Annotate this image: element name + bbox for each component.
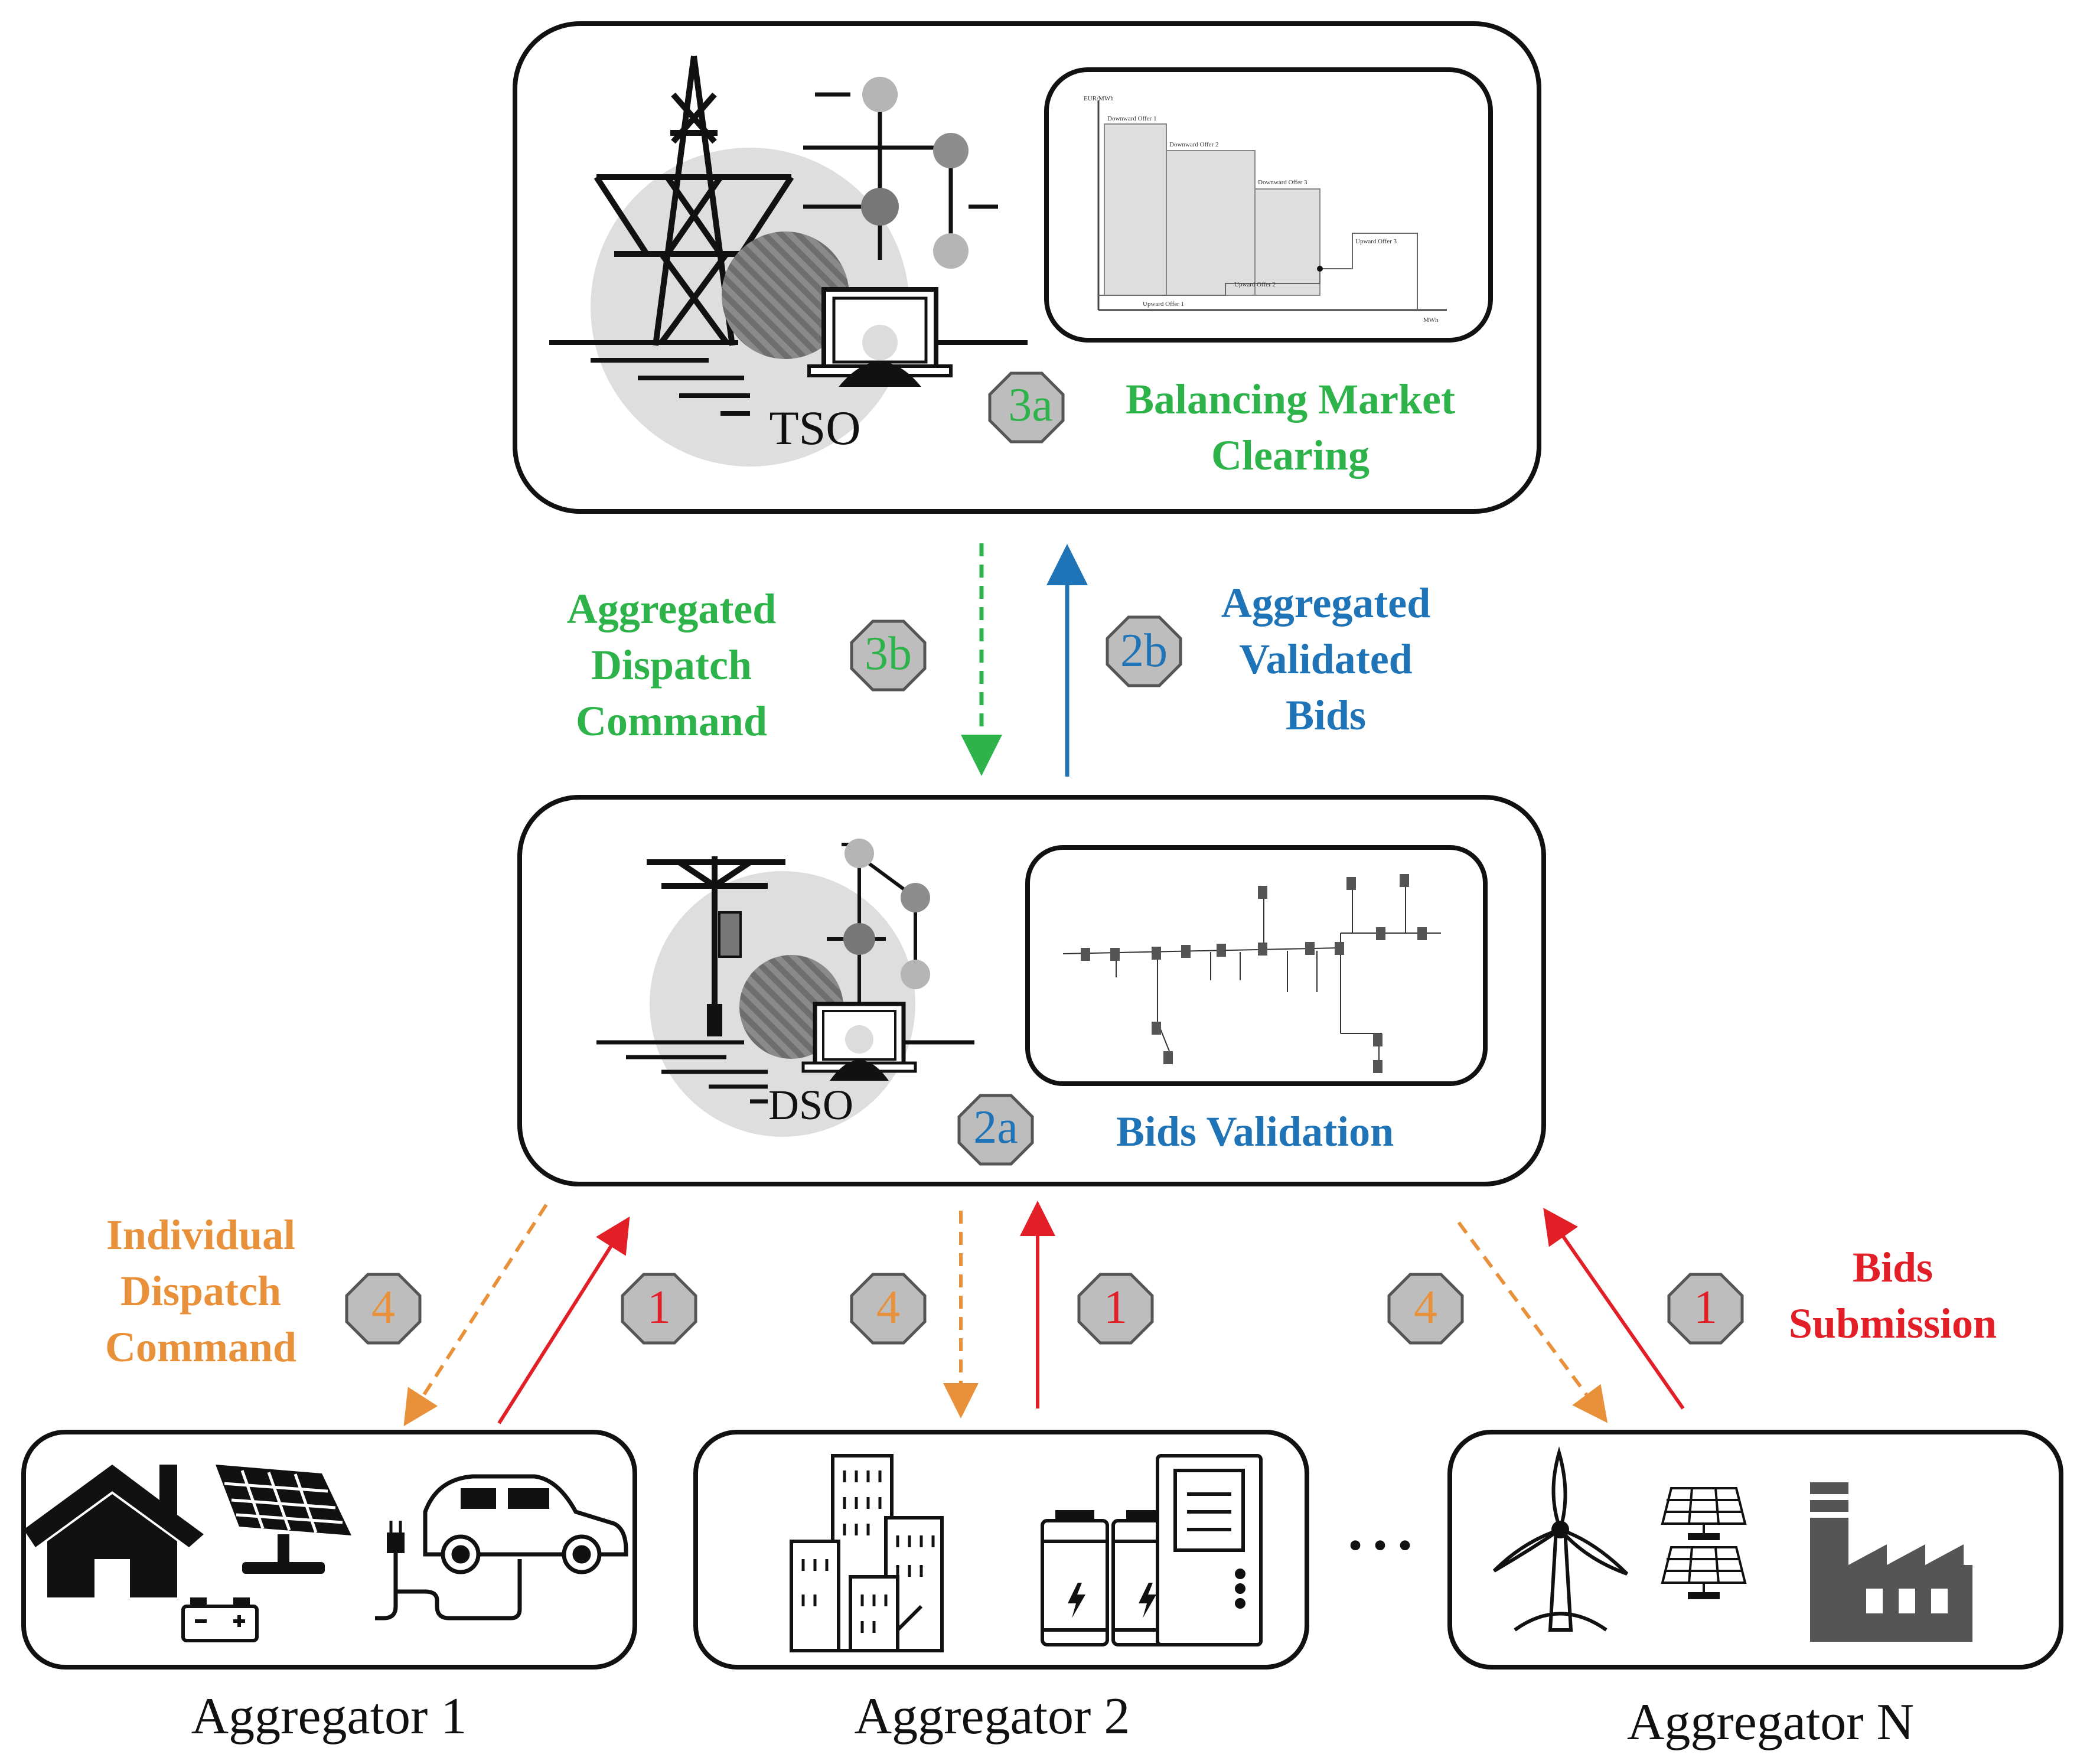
individual-dispatch-line3: Command [105,1323,296,1371]
badge-4-aggN: 4 [1387,1273,1464,1345]
aggregated-validated-line1: Aggregated [1221,579,1431,627]
aggregated-dispatch-line1: Aggregated [567,585,777,632]
house-icon [24,1465,204,1597]
flow-3b: Aggregated Dispatch Command 3b [567,543,1002,776]
tso-grid-illustration: TSO [549,56,1028,467]
tso-label: TSO [769,401,861,455]
badge-3b [850,619,927,692]
distribution-pole-icon [647,856,785,1028]
chart-label-downward-3: Downward Offer 3 [1258,179,1308,186]
badge-2a-text: 2a [973,1101,1018,1153]
bids-submission-line2: Submission [1789,1300,1997,1347]
aggregated-dispatch-line2: Dispatch [591,641,752,689]
aggregator-n-label: Aggregator N [1627,1694,1914,1751]
bids-arrow-aggN [1543,1208,1685,1410]
ground-lines [549,340,1028,416]
dispatch-arrow-agg1 [403,1204,548,1427]
individual-dispatch-line2: Dispatch [120,1267,281,1315]
solar-array-icon [1661,1487,1747,1599]
network-nodes [1081,874,1427,1073]
badge-1-aggN: 1 [1667,1273,1744,1345]
busbar-icon [803,92,998,260]
battery-icon [181,1597,259,1642]
chart-label-upward-2: Upward Offer 2 [1234,281,1276,288]
merit-order-chart: EUR/MWh MWh Downward Offer 1 Downward Of… [1044,67,1493,343]
individual-dispatch-line1: Individual [106,1211,295,1258]
badge-2b-text: 2b [1120,625,1168,677]
aggregator-2-panel [693,1430,1309,1670]
tso-panel: TSO EUR/MWh MWh Downward Offer 1 Downwar… [513,21,1541,514]
aggregated-dispatch-line3: Command [576,697,767,745]
badge-3a: 3a [988,371,1065,444]
chart-label-upward-1: Upward Offer 1 [1143,301,1184,308]
aggregator-n-panel [1447,1430,2063,1670]
badge-4-agg2-text: 4 [876,1282,900,1333]
badge-1-agg2: 1 [1077,1273,1154,1345]
flow-1-caption: Bids Submission [1789,1244,1997,1347]
bids-arrow-agg1 [497,1216,630,1424]
dso-operator-laptop-icon [801,1002,917,1081]
downward-offer-3-bar [1254,188,1320,296]
badge-3b-text: 3b [865,628,912,680]
aggregated-validated-line2: Validated [1239,635,1412,683]
badge-1-aggN-text: 1 [1694,1282,1717,1333]
node-balls [861,77,969,269]
downward-offer-2-bar [1166,150,1256,296]
network-diagram-panel [1025,845,1488,1086]
bids-submission-line1: Bids [1853,1244,1933,1291]
bids-validation-caption: Bids Validation [1116,1108,1394,1155]
chart-axis-y-label: EUR/MWh [1084,95,1114,102]
operator-laptop-icon [807,287,953,387]
badge-4-agg1: 4 [345,1273,422,1345]
chart-label-upward-3: Upward Offer 3 [1355,238,1397,245]
solar-panel-icon [216,1465,351,1574]
flow-4-caption: Individual Dispatch Command [105,1211,296,1371]
transformer-icon [722,231,849,359]
badge-3a-text: 3a [1008,379,1053,431]
aggregator-1-label: Aggregator 1 [191,1688,467,1745]
dso-label: DSO [768,1081,853,1129]
badge-1-agg2-text: 1 [1104,1282,1127,1333]
badge-2a: 2a [957,1094,1034,1166]
transmission-tower-icon [594,56,794,346]
aggregated-validated-line3: Bids [1286,692,1366,739]
badge-4-agg1-text: 4 [371,1282,395,1333]
downward-offer-1-bar [1104,123,1167,296]
merit-order-plot: EUR/MWh MWh Downward Offer 1 Downward Of… [1084,95,1447,324]
more-aggregators-ellipsis: • • • [1348,1523,1413,1569]
balancing-market-caption-1: Balancing Market [1126,376,1455,423]
aggregator-2-label: Aggregator 2 [855,1688,1130,1745]
ev-charging-icon [375,1474,628,1620]
badge-2b [1106,615,1182,687]
chart-axis-x-label: MWh [1423,317,1439,324]
badge-1-agg1-text: 1 [647,1282,671,1333]
factory-icon [1810,1482,1972,1642]
chart-label-downward-1: Downward Offer 1 [1107,115,1157,122]
aggregator-1-panel [21,1430,637,1670]
flow-2b: 2b Aggregated Validated Bids [1046,544,1431,777]
dso-grid-illustration: DSO [596,839,974,1137]
chart-label-downward-2: Downward Offer 2 [1169,141,1219,148]
control-cabinet-icon [1156,1454,1263,1646]
badge-1-agg1: 1 [621,1273,697,1345]
dispatch-arrow-aggN [1457,1221,1608,1423]
wind-turbine-icon [1492,1446,1629,1632]
balancing-market-caption-2: Clearing [1211,432,1370,479]
badge-4-agg2: 4 [850,1273,927,1345]
badge-4-aggN-text: 4 [1414,1282,1437,1333]
dso-panel: DSO [517,795,1546,1186]
buildings-icon [790,1454,944,1652]
